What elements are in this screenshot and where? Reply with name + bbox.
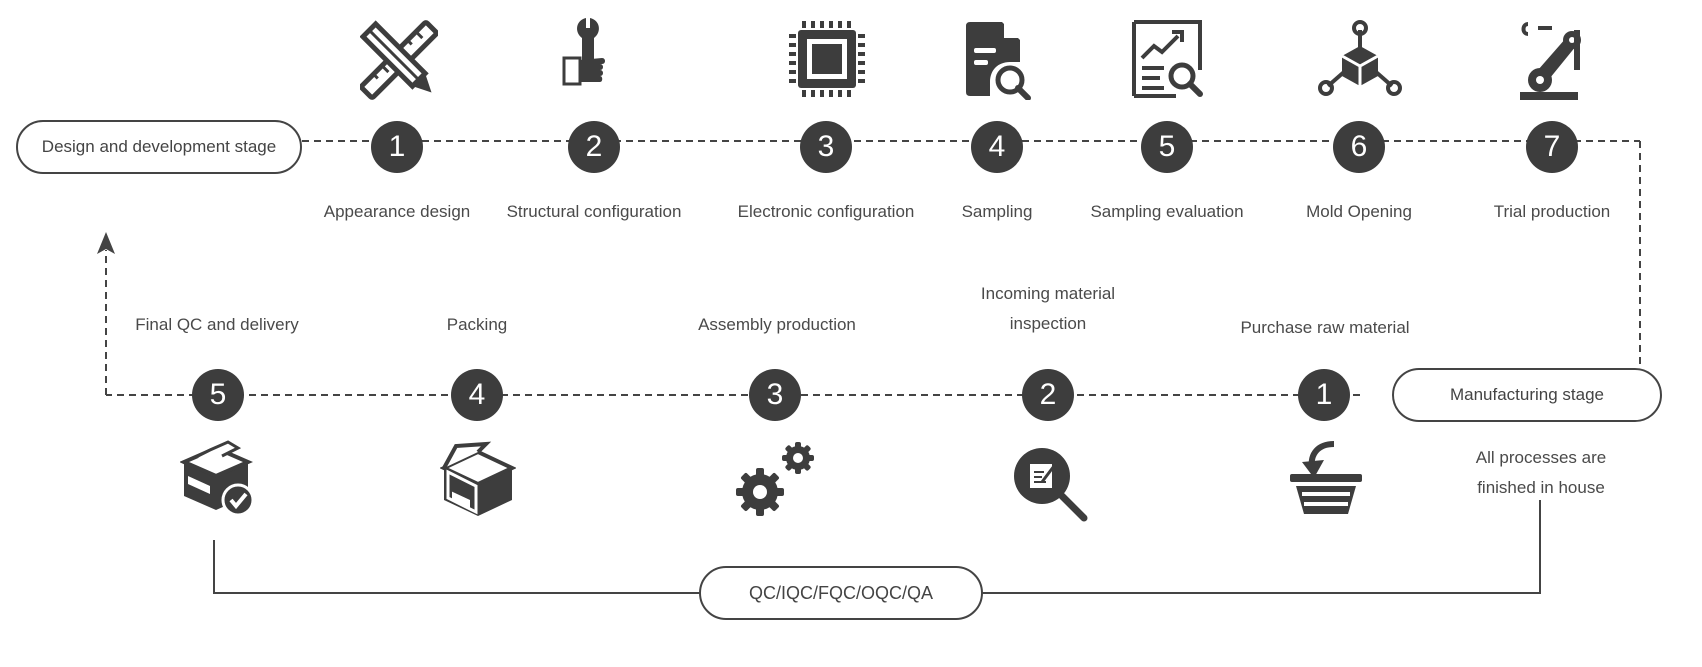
design-step-7-label: Trial production <box>1493 202 1611 221</box>
return-arrow-head <box>97 232 115 254</box>
design-step-3-label: Electronic configuration <box>737 202 915 221</box>
mfg-step-2-label: Incoming material inspection <box>981 279 1115 339</box>
wrench-hand-icon <box>562 18 605 86</box>
design-step-1-number: 1 <box>371 121 423 173</box>
design-step-2-label: Structural configuration <box>506 202 682 221</box>
box-check-icon <box>180 440 255 517</box>
qc-pill: QC/IQC/FQC/OQC/QA <box>699 566 983 620</box>
mfg-step-3-label: Assembly production <box>698 315 856 334</box>
manufacturing-stage-pill: Manufacturing stage <box>1392 368 1662 422</box>
qc-label: QC/IQC/FQC/OQC/QA <box>748 582 933 603</box>
report-chart-search-icon <box>1132 20 1203 98</box>
design-step-4-number: 4 <box>971 121 1023 173</box>
design-step-4-label: Sampling <box>961 202 1033 221</box>
in-house-note: All processes are finished in house <box>1476 443 1606 503</box>
design-stage-pill: Design and development stage <box>16 120 302 174</box>
design-step-2-number: 2 <box>568 121 620 173</box>
design-step-6-label: Mold Opening <box>1306 202 1412 221</box>
mfg-step-2-label-line1: Incoming material <box>980 284 1116 303</box>
qc-bracket-right <box>982 500 1541 594</box>
mfg-step-1-number: 1 <box>1298 369 1350 421</box>
design-stage-label: Design and development stage <box>41 137 277 156</box>
open-box-icon <box>440 441 516 516</box>
design-step-7-number: 7 <box>1526 121 1578 173</box>
document-search-icon <box>966 22 1031 100</box>
robot-arm-icon <box>1520 22 1581 100</box>
mfg-step-5-label: Final QC and delivery <box>135 315 299 334</box>
mfg-step-2-label-line2: inspection <box>1009 314 1087 333</box>
design-step-5-number: 5 <box>1141 121 1193 173</box>
mfg-step-5-number: 5 <box>192 369 244 421</box>
magnifier-document-icon <box>1014 448 1088 522</box>
design-step-1-label: Appearance design <box>323 202 471 221</box>
manufacturing-stage-label: Manufacturing stage <box>1449 385 1605 404</box>
mfg-step-1-label: Purchase raw material <box>1240 318 1410 337</box>
mfg-step-2-number: 2 <box>1022 369 1074 421</box>
in-house-note-line2: finished in house <box>1477 478 1605 497</box>
design-step-5-label: Sampling evaluation <box>1090 202 1244 221</box>
ruler-pencil-icon <box>360 20 438 100</box>
design-step-6-number: 6 <box>1333 121 1385 173</box>
mfg-step-3-number: 3 <box>749 369 801 421</box>
design-step-3-number: 3 <box>800 121 852 173</box>
in-house-note-line1: All processes are <box>1475 448 1607 467</box>
mfg-step-4-label: Packing <box>446 315 508 334</box>
basket-arrow-icon <box>1290 441 1362 514</box>
molecule-cube-icon <box>1318 20 1402 96</box>
mfg-step-4-number: 4 <box>451 369 503 421</box>
gears-icon <box>736 442 814 516</box>
qc-bracket-left <box>213 540 700 594</box>
chip-icon <box>789 21 865 97</box>
